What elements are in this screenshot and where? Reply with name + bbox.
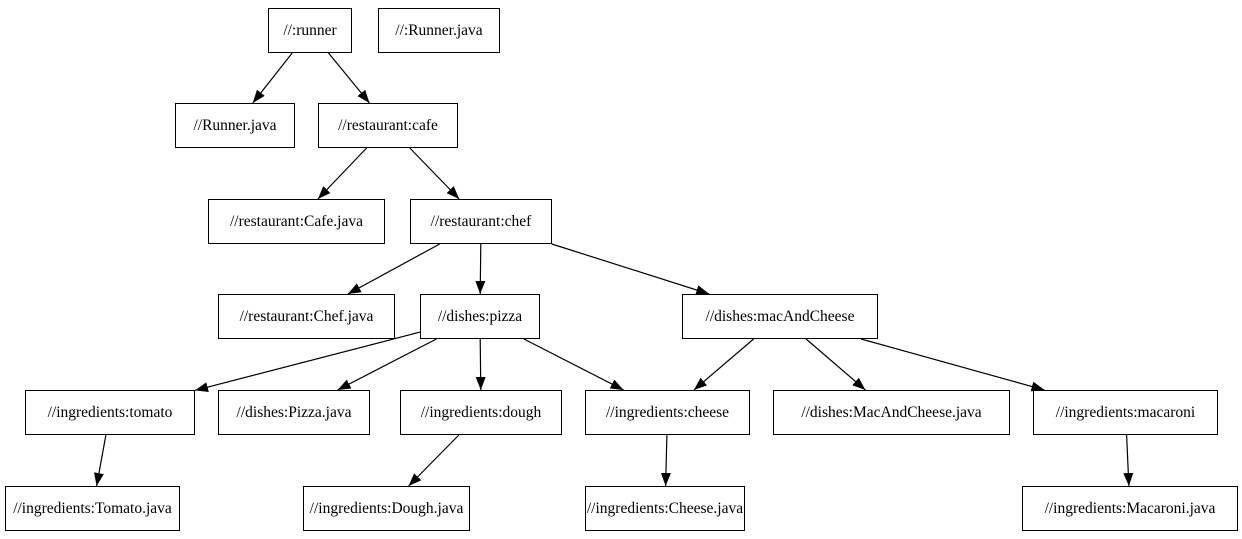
edge-chef-to-pizza <box>475 243 486 295</box>
edge-chef-to-chef-java <box>347 243 440 295</box>
edge-pizza-to-tomato <box>194 331 421 392</box>
node-label: //ingredients:Cheese.java <box>586 499 744 517</box>
graph-node-runner-java-root: //:Runner.java <box>378 8 500 53</box>
graph-node-macaroni-java: //ingredients:Macaroni.java <box>1022 486 1238 531</box>
edge-cafe-to-cafe-java <box>317 147 368 200</box>
graph-node-mac-and-cheese: //dishes:macAndCheese <box>682 294 878 339</box>
graph-node-pizza: //dishes:pizza <box>420 294 540 339</box>
graph-node-macaroni: //ingredients:macaroni <box>1033 390 1218 435</box>
edge-cheese-to-cheese-java <box>660 434 671 487</box>
node-label: //dishes:macAndCheese <box>705 307 855 325</box>
node-label: //dishes:Pizza.java <box>236 403 352 421</box>
graph-node-runner: //:runner <box>268 8 352 53</box>
edge-macaroni-to-macaroni-java <box>1123 434 1134 487</box>
node-label: //:runner <box>283 21 337 39</box>
edge-pizza-to-pizza-java <box>337 338 437 391</box>
node-label: //restaurant:Cafe.java <box>230 212 363 230</box>
node-label: //ingredients:cheese <box>605 403 730 421</box>
graph-node-cheese: //ingredients:cheese <box>585 390 750 435</box>
edge-dough-to-dough-java <box>408 434 460 487</box>
graph-node-mac-and-cheese-java: //dishes:MacAndCheese.java <box>773 390 1010 435</box>
edge-mac-and-cheese-to-cheese <box>693 338 754 391</box>
node-label: //Runner.java <box>193 116 277 134</box>
node-label: //ingredients:macaroni <box>1055 403 1196 421</box>
graph-node-tomato-java: //ingredients:Tomato.java <box>5 486 180 531</box>
edge-runner-to-cafe <box>328 52 370 104</box>
edge-cafe-to-chef <box>409 147 460 200</box>
node-label: //ingredients:Tomato.java <box>13 499 172 517</box>
edge-pizza-to-cheese <box>523 338 624 391</box>
node-label: //dishes:pizza <box>437 307 523 325</box>
edge-mac-and-cheese-to-mac-and-cheese-java <box>805 338 866 391</box>
node-label: //ingredients:Macaroni.java <box>1044 499 1216 517</box>
graph-node-chef-java: //restaurant:Chef.java <box>218 294 395 339</box>
node-label: //restaurant:chef <box>430 212 532 230</box>
edge-chef-to-mac-and-cheese <box>551 243 710 295</box>
graph-node-dough: //ingredients:dough <box>400 390 562 435</box>
graph-node-pizza-java: //dishes:Pizza.java <box>218 390 370 435</box>
graph-node-chef: //restaurant:chef <box>410 199 552 244</box>
graph-node-runner-java: //Runner.java <box>175 103 295 148</box>
node-label: //ingredients:tomato <box>47 403 173 421</box>
node-label: //restaurant:cafe <box>338 116 438 134</box>
node-label: //ingredients:dough <box>420 403 542 421</box>
node-label: //dishes:MacAndCheese.java <box>801 403 982 421</box>
node-label: //restaurant:Chef.java <box>239 307 374 325</box>
graph-node-cheese-java: //ingredients:Cheese.java <box>585 486 745 531</box>
edge-pizza-to-dough <box>475 338 486 391</box>
edge-mac-and-cheese-to-macaroni <box>860 338 1045 392</box>
node-label: //ingredients:Dough.java <box>309 499 464 517</box>
edge-tomato-to-tomato-java <box>94 434 107 487</box>
graph-node-dough-java: //ingredients:Dough.java <box>303 486 470 531</box>
edge-runner-to-runner-java <box>252 52 293 104</box>
node-label: //:Runner.java <box>395 21 483 39</box>
graph-node-cafe-java: //restaurant:Cafe.java <box>208 199 385 244</box>
graph-node-tomato: //ingredients:tomato <box>25 390 195 435</box>
graph-node-cafe: //restaurant:cafe <box>318 103 458 148</box>
